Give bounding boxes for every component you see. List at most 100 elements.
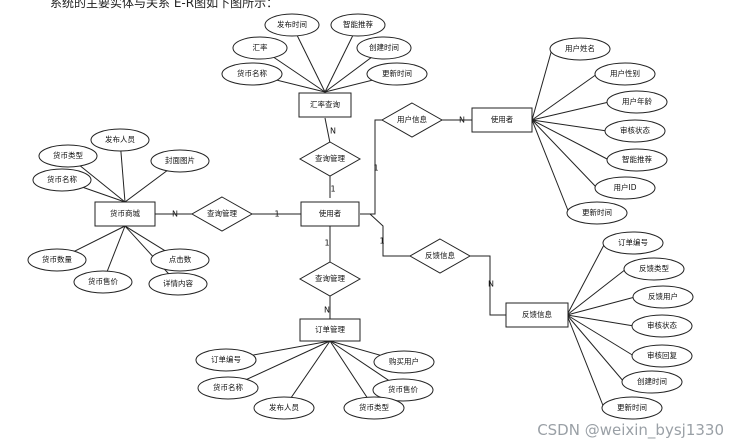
- diagram-nodes: 发布时间智能推荐汇率创建时间货币名称更新时间汇率查询查询管理N1发布人员货币类型…: [27, 13, 694, 420]
- relationship-query-mgmt-bottom: 查询管理: [298, 261, 362, 297]
- attribute-feedback-4-label: 审核回复: [647, 350, 677, 360]
- attribute-rate-query-2: 汇率: [232, 36, 288, 60]
- relationship-user-info-label: 用户信息: [397, 114, 427, 124]
- attribute-order-mgmt-4-label: 发布人员: [269, 402, 299, 412]
- attribute-order-mgmt-1: 购买用户: [373, 350, 435, 374]
- attribute-feedback-3: 审核状态: [631, 314, 693, 338]
- user-right-attr-link: [531, 119, 570, 214]
- attribute-currency-mall-7: 详情内容: [148, 272, 208, 296]
- attribute-user-6-label: 更新时间: [582, 207, 612, 217]
- cardinality-feedback-n: N: [488, 280, 494, 289]
- user-right-attr-link: [531, 119, 608, 132]
- attribute-feedback-2: 反馈用户: [632, 285, 694, 309]
- user-right-attr-link: [531, 101, 610, 121]
- attribute-rate-query-1-label: 智能推荐: [343, 19, 373, 29]
- attribute-user-6: 更新时间: [566, 201, 628, 225]
- feedback-attr-link: [566, 242, 606, 316]
- attribute-rate-query-4-label: 货币名称: [237, 68, 267, 78]
- cardinality-left-1: 1: [274, 210, 279, 219]
- cardinality-bottom-n: N: [324, 306, 330, 315]
- attribute-user-0-label: 用户姓名: [565, 43, 595, 53]
- entity-order-mgmt: 订单管理: [299, 318, 361, 342]
- attribute-currency-mall-0-label: 发布人员: [105, 134, 135, 144]
- attribute-currency-mall-1-label: 货币类型: [53, 150, 83, 160]
- attribute-order-mgmt-5-label: 货币类型: [359, 402, 389, 412]
- attribute-user-2-label: 用户年龄: [622, 96, 652, 106]
- connector-line: [369, 213, 410, 257]
- relationship-feedback-info-label: 反馈信息: [425, 250, 455, 260]
- attribute-feedback-0: 订单编号: [602, 231, 664, 255]
- attribute-user-2: 用户年龄: [606, 90, 668, 114]
- attribute-feedback-6-label: 更新时间: [617, 402, 647, 412]
- user-right-attr-link: [531, 119, 598, 189]
- attribute-feedback-0-label: 订单编号: [618, 237, 648, 247]
- feedback-attr-link: [566, 296, 636, 316]
- connector-line: [470, 255, 507, 316]
- connector-line: [360, 119, 382, 215]
- entity-currency-mall: 货币商城: [94, 201, 156, 227]
- attribute-feedback-2-label: 反馈用户: [648, 291, 678, 301]
- entity-order-mgmt-label: 订单管理: [315, 324, 345, 334]
- attribute-user-5-label: 用户ID: [614, 182, 637, 192]
- watermark: CSDN @weixin_bysj1330: [537, 421, 724, 439]
- cardinality-top-n: N: [330, 127, 336, 136]
- attribute-user-4-label: 智能推荐: [622, 154, 652, 164]
- attribute-order-mgmt-5: 货币类型: [343, 396, 405, 420]
- attribute-currency-mall-5: 点击数: [150, 248, 210, 272]
- entity-user-main-label: 使用者: [319, 208, 342, 218]
- attribute-feedback-5: 创建时间: [621, 370, 683, 394]
- attribute-feedback-6: 更新时间: [601, 396, 663, 420]
- attribute-rate-query-3: 创建时间: [356, 36, 412, 60]
- relationship-query-mgmt-left: 查询管理: [190, 196, 254, 232]
- feedback-attr-link: [566, 314, 635, 327]
- attribute-currency-mall-1: 货币类型: [38, 144, 98, 168]
- order-mgmt-attr-link: [283, 340, 331, 409]
- relationship-query-mgmt-top-label: 查询管理: [315, 153, 345, 163]
- attribute-feedback-5-label: 创建时间: [637, 376, 667, 386]
- entity-rate-query: 汇率查询: [298, 92, 352, 118]
- attribute-rate-query-1: 智能推荐: [330, 13, 386, 37]
- attribute-feedback-4: 审核回复: [631, 344, 693, 368]
- user-right-attr-link: [531, 73, 598, 121]
- entity-currency-mall-label: 货币商城: [110, 208, 140, 218]
- attribute-currency-mall-2: 封面图片: [150, 149, 210, 173]
- attribute-rate-query-5-label: 更新时间: [382, 68, 412, 78]
- attribute-order-mgmt-0: 订单编号: [195, 348, 257, 372]
- attribute-currency-mall-3-label: 货币名称: [47, 174, 77, 184]
- attribute-currency-mall-6: 货币售价: [73, 270, 133, 294]
- attribute-feedback-1-label: 反馈类型: [639, 263, 669, 273]
- attribute-user-4: 智能推荐: [606, 148, 668, 172]
- attribute-currency-mall-3: 货币名称: [32, 168, 92, 192]
- header-caption: 系统的主要实体与关系 E-R图如下图所示：: [50, 0, 279, 10]
- feedback-attr-link: [566, 268, 627, 316]
- attribute-order-mgmt-4: 发布人员: [253, 396, 315, 420]
- attribute-feedback-1: 反馈类型: [623, 257, 685, 281]
- cardinality-user-info-1: 1: [373, 164, 378, 173]
- attribute-rate-query-2-label: 汇率: [253, 42, 268, 52]
- attribute-currency-mall-0: 发布人员: [90, 128, 150, 152]
- entity-feedback: 反馈信息: [505, 302, 569, 328]
- attribute-rate-query-3-label: 创建时间: [369, 42, 399, 52]
- attribute-user-1-label: 用户性别: [610, 68, 640, 78]
- cardinality-left-n: N: [172, 210, 178, 219]
- attribute-order-mgmt-2-label: 货币名称: [213, 382, 243, 392]
- entity-rate-query-label: 汇率查询: [310, 99, 340, 109]
- user-right-attr-link: [531, 119, 610, 161]
- feedback-attr-link: [566, 314, 605, 409]
- attribute-currency-mall-6-label: 货币售价: [88, 276, 118, 286]
- connector-line: [324, 117, 331, 144]
- attribute-currency-mall-5-label: 点击数: [169, 254, 192, 264]
- attribute-user-3-label: 审核状态: [620, 125, 650, 135]
- relationship-query-mgmt-left-label: 查询管理: [207, 208, 237, 218]
- relationship-user-info: 用户信息: [380, 102, 444, 138]
- attribute-currency-mall-4-label: 货币数量: [42, 254, 72, 264]
- cardinality-bottom-1: 1: [324, 239, 329, 248]
- attribute-rate-query-0-label: 发布时间: [277, 19, 307, 29]
- attribute-currency-mall-7-label: 详情内容: [163, 278, 193, 288]
- user-right-attr-link: [531, 48, 553, 121]
- attribute-feedback-3-label: 审核状态: [647, 320, 677, 330]
- cardinality-feedback-1: 1: [379, 237, 384, 246]
- attribute-user-5: 用户ID: [594, 176, 656, 200]
- attribute-rate-query-4: 货币名称: [221, 62, 283, 86]
